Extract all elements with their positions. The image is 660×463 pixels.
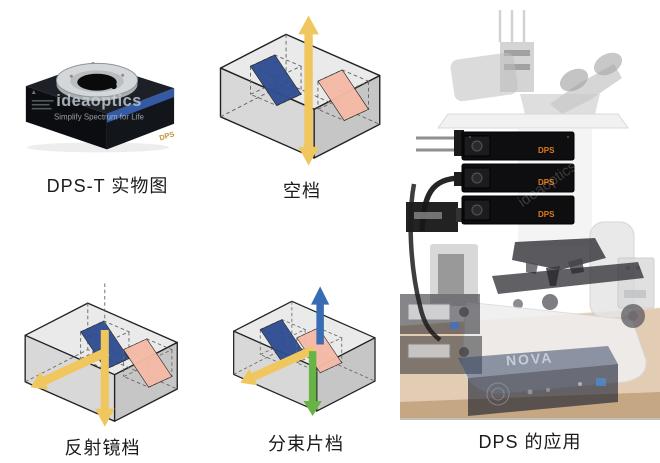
product-figure: ideaoptics Simplify Spectrum for Life DP… [0,42,215,198]
module-knob [471,204,483,216]
label-line [31,103,50,106]
adapter-plate [437,113,629,129]
brand-watermark: ideaoptics [56,92,142,110]
mirror-slot-figure: 反射镜档 [5,278,200,460]
rod-connector [454,130,464,156]
focus-knob-inner [628,311,638,321]
label-logo-triangle [31,90,36,95]
dps-module-label: DPS [538,146,555,155]
module-knob [471,140,483,152]
controller-display [407,343,451,359]
mount-detail [504,50,530,56]
dps-module-label: DPS [538,178,555,187]
product-photo: ideaoptics Simplify Spectrum for Life DP… [25,62,175,153]
fan-grille-inner [491,387,505,401]
fan-grille [486,382,510,406]
beam-arrow-up [310,286,330,345]
controller-knob [459,347,469,357]
device-label: DPS [158,129,175,142]
controller-knob [459,307,469,317]
dps-module-label: DPS [538,210,555,219]
camera-body [450,52,518,102]
blue-tag [450,322,459,329]
beam-arrow-vertical [298,15,319,166]
ring-screw [69,74,73,78]
splitter-plate [317,69,370,121]
screw [567,136,569,138]
device-front-face [25,86,107,150]
module-knob [471,172,483,184]
bayonet-notch [110,83,117,90]
beam-arrow-reflected [30,347,109,390]
nova-top [458,346,618,378]
application-figure: DPS DPS DPS ideaoptics [400,6,660,454]
lamp-housing-inset [438,254,464,294]
ring-screw [121,73,125,77]
caption-splitter-slot: 分束片档 [268,434,344,454]
eyepiece [559,68,589,92]
led [578,382,582,386]
caption-empty-slot: 空档 [283,181,321,201]
usb-port [596,378,606,386]
port [546,388,550,392]
empty-slot-figure: 空档 [212,8,392,203]
power-cable [408,183,442,342]
beam-arrow-transmitted-down [303,351,322,417]
caption-mirror-slot: 反射镜档 [64,438,141,458]
controller-display [407,303,451,321]
nova-spectrometer: NOVA [458,346,618,416]
photo-bottom-edge [400,418,660,420]
application-photo: DPS DPS DPS ideaoptics [400,10,660,420]
label-line [31,99,54,102]
side-box-bar [456,208,466,222]
condenser-knob [513,299,523,309]
shadow [26,142,170,153]
mount-detail [504,64,530,70]
blue-stripe [106,88,175,123]
ring-aperture [77,73,117,91]
label-line [31,107,52,110]
beam-arrow-split-side [240,345,316,386]
stage [492,262,644,294]
head-base [520,94,600,114]
objective [526,262,538,274]
side-unit-slot [624,290,646,298]
condenser [542,294,558,310]
caption-product: DPS-T 实物图 [46,176,169,196]
box-right-face [316,337,376,412]
eyepiece [593,52,623,76]
splitter-slot-diagram [233,286,376,417]
microscope-head [450,10,623,114]
splitter-plate [122,338,172,388]
mirror-slot-diagram [23,283,178,427]
mirror-plate [249,54,302,106]
screw [469,136,471,138]
caption-application: DPS 的应用 [478,432,582,452]
brand-tagline: Simplify Spectrum for Life [54,113,145,122]
side-box-label [414,212,442,219]
beam-arrow-down [94,329,115,427]
nova-label: NOVA [505,349,553,368]
splitter-slot-figure: 分束片档 [220,278,392,456]
cube-outline [249,54,303,78]
dps-stack: DPS DPS DPS ideaoptics [406,130,580,232]
empty-slot-diagram [219,15,381,166]
nova-front [468,364,618,416]
cable-connector [454,172,464,186]
port [527,389,533,395]
